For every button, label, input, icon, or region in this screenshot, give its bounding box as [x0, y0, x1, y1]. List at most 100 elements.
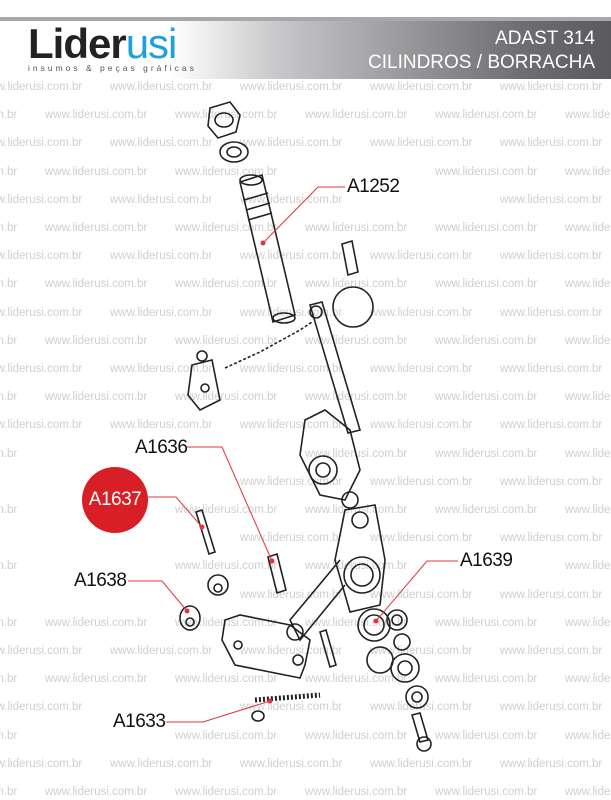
watermark-text: www.liderusi.com.br — [0, 447, 18, 460]
dot-A1636 — [269, 558, 275, 564]
part-label-A1639[interactable]: A1639 — [460, 550, 513, 571]
screw-part — [341, 239, 359, 277]
watermark-text: www.liderusi.com.br — [370, 475, 473, 488]
dot-A1639 — [373, 618, 379, 624]
watermark-text: www.liderusi.com.br — [45, 786, 148, 798]
part-label-A1637-highlighted[interactable]: A1637 — [82, 467, 148, 533]
watermark-text: www.liderusi.com.br — [305, 391, 408, 404]
bracket-part — [221, 614, 311, 679]
pin-part-small — [319, 628, 337, 669]
watermark-text: www.liderusi.com.br — [305, 786, 408, 798]
watermark-text: www.liderusi.com.br — [45, 391, 148, 404]
watermark-text: www.liderusi.com.br — [0, 560, 18, 573]
watermark-text: www.liderusi.com.br — [435, 447, 538, 460]
watermark-text: www.liderusi.com.br — [565, 222, 611, 234]
logo-primary: Lider — [28, 20, 127, 67]
watermark-text: www.liderusi.com.br — [0, 278, 18, 291]
watermark-text: www.liderusi.com.br — [500, 419, 603, 432]
watermark-text: www.liderusi.com.br — [0, 363, 83, 375]
watermark-text: www.liderusi.com.br — [370, 532, 473, 545]
watermark-text: www.liderusi.com.br — [45, 222, 148, 234]
watermark-text: www.liderusi.com.br — [370, 306, 473, 319]
watermark-text: www.liderusi.com.br — [435, 729, 538, 742]
watermark-text: www.liderusi.com.br — [565, 560, 611, 573]
watermark-text: www.liderusi.com.br — [45, 334, 148, 347]
watermark-text: www.liderusi.com.br — [45, 165, 148, 178]
watermark-text: www.liderusi.com.br — [0, 504, 18, 516]
spring-wire — [224, 321, 313, 369]
dot-A1638 — [184, 608, 190, 614]
knob-part — [332, 286, 374, 328]
watermark-text: www.liderusi.com.br — [45, 673, 148, 686]
leader-A1638 — [128, 580, 188, 612]
sleeve-part — [207, 574, 229, 596]
watermark-text: www.liderusi.com.br — [110, 137, 213, 150]
watermark-text: www.liderusi.com.br — [500, 645, 603, 657]
watermark-text: www.liderusi.com.br — [435, 391, 538, 404]
watermark-text: www.liderusi.com.br — [240, 757, 343, 770]
watermark-text: www.liderusi.com.br — [45, 278, 148, 291]
watermark-text: www.liderusi.com.br — [500, 363, 603, 375]
watermark-text: www.liderusi.com.br — [0, 193, 83, 206]
watermark-text: www.liderusi.com.br — [500, 250, 603, 263]
nut-right — [405, 685, 429, 709]
part-label-A1638[interactable]: A1638 — [74, 570, 127, 591]
watermark-text: www.liderusi.com.br — [240, 645, 343, 657]
watermark-text: www.liderusi.com.br — [305, 109, 408, 122]
watermark-text: www.liderusi.com.br — [500, 532, 603, 545]
watermark-text: www.liderusi.com.br — [565, 391, 611, 404]
watermark-text: www.liderusi.com.br — [435, 222, 538, 234]
part-label-A1636[interactable]: A1636 — [135, 437, 188, 458]
bushing-A1639 — [357, 608, 391, 642]
watermark-text: www.liderusi.com.br — [370, 757, 473, 770]
watermark-text: www.liderusi.com.br — [110, 193, 213, 206]
washer-right — [386, 609, 408, 631]
watermark-text: www.liderusi.com.br — [370, 250, 473, 263]
main-arm — [286, 504, 386, 642]
watermark-text: www.liderusi.com.br — [45, 616, 148, 629]
bearing-part — [390, 653, 420, 683]
pin-A1637 — [195, 508, 216, 556]
liderusi-logo: Liderusi insumos & peças gráficas — [28, 20, 197, 74]
watermark-text: www.liderusi.com.br — [0, 165, 18, 178]
watermark-text: www.liderusi.com.br — [500, 588, 603, 601]
watermark-text: www.liderusi.com.br — [0, 786, 18, 798]
leader-A1633 — [166, 700, 271, 723]
watermark-text: www.liderusi.com.br — [370, 81, 473, 93]
watermark-text: www.liderusi.com.br — [500, 193, 603, 206]
watermark-text: www.liderusi.com.br — [370, 137, 473, 150]
watermark-text: www.liderusi.com.br — [435, 673, 538, 686]
watermark-text: www.liderusi.com.br — [240, 701, 343, 714]
watermark-text: www.liderusi.com.br — [0, 391, 18, 404]
watermark-text: www.liderusi.com.br — [240, 532, 343, 545]
watermark-text: www.liderusi.com.br — [0, 616, 18, 629]
watermark-text: www.liderusi.com.br — [565, 616, 611, 629]
watermark-text: www.liderusi.com.br — [240, 475, 343, 488]
watermark-text: www.liderusi.com.br — [435, 334, 538, 347]
watermark-text: www.liderusi.com.br — [565, 334, 611, 347]
watermark-text: www.liderusi.com.br — [110, 306, 213, 319]
watermark-text: www.liderusi.com.br — [370, 363, 473, 375]
part-label-A1633[interactable]: A1633 — [113, 711, 166, 732]
watermark-text: www.liderusi.com.br — [240, 137, 343, 150]
watermark-text: www.liderusi.com.br — [500, 475, 603, 488]
pin-A1636 — [267, 552, 287, 595]
watermark-text: www.liderusi.com.br — [565, 165, 611, 178]
watermark-text: www.liderusi.com.br — [435, 786, 538, 798]
logo-accent: usi — [125, 20, 178, 67]
watermark-text: www.liderusi.com.br — [0, 673, 18, 686]
watermark-text: www.liderusi.com.br — [500, 701, 603, 714]
watermark-text: www.liderusi.com.br — [565, 786, 611, 798]
watermark-text: www.liderusi.com.br — [0, 645, 83, 657]
watermark-text: www.liderusi.com.br — [305, 278, 408, 291]
bolt-right — [410, 712, 432, 752]
watermark-text: www.liderusi.com.br — [240, 306, 343, 319]
part-label-A1252[interactable]: A1252 — [347, 176, 400, 197]
rod-part — [308, 301, 362, 434]
dot-A1633 — [267, 698, 273, 704]
logo-tagline: insumos & peças gráficas — [28, 63, 197, 73]
watermark-text: www.liderusi.com.br — [175, 786, 278, 798]
watermark-text: www.liderusi.com.br — [175, 109, 278, 122]
